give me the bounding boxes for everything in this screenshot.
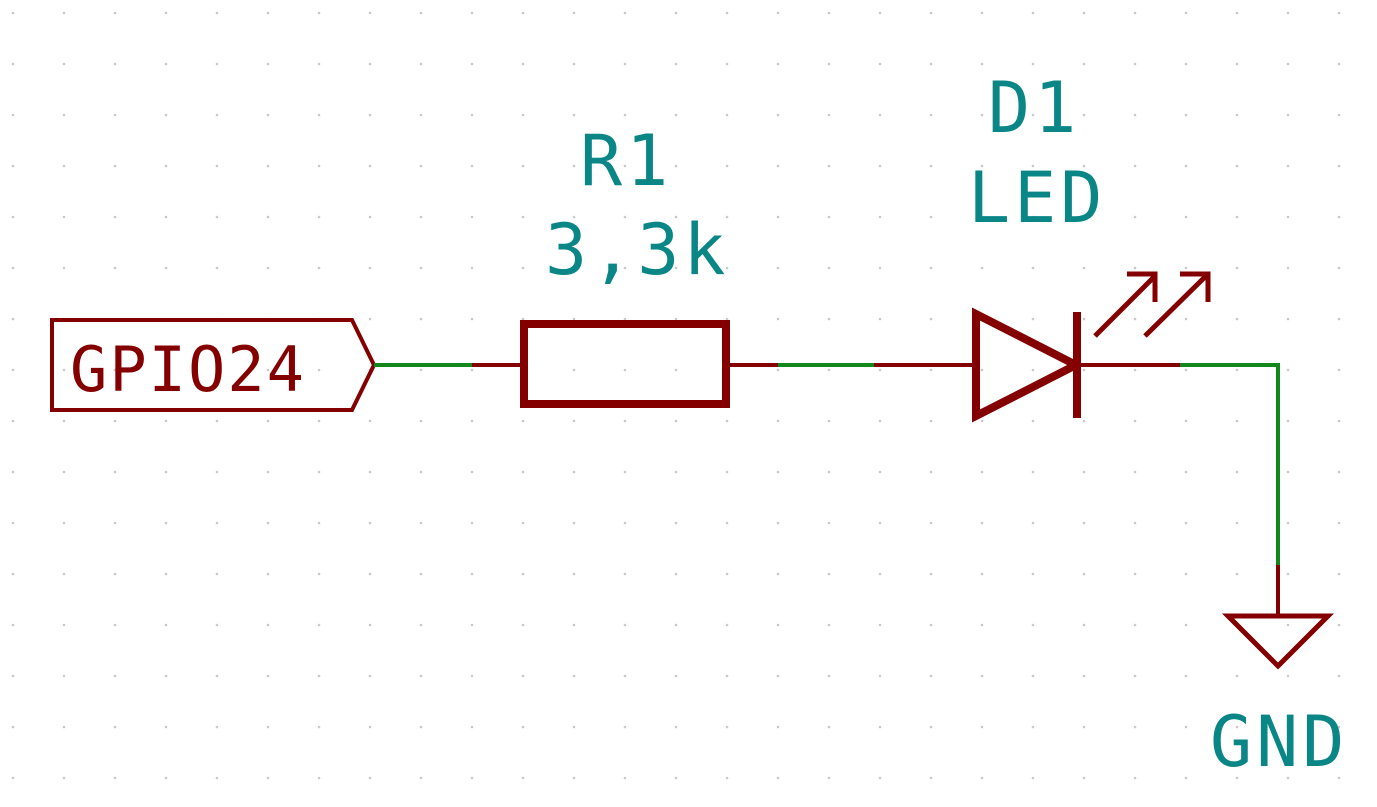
ground-triangle-icon (1221, 613, 1335, 670)
light-emission-icon (1093, 271, 1211, 338)
net-label-text: GPIO24 (70, 333, 306, 406)
ground-label: GND (1210, 701, 1348, 783)
resistor-body (520, 320, 730, 408)
led-value: LED (968, 157, 1106, 239)
led-d1[interactable]: D1 LED (874, 67, 1211, 423)
resistor-reference: R1 (580, 120, 672, 202)
led-triangle (972, 307, 1085, 423)
ground-symbol[interactable]: GND (1210, 565, 1348, 783)
net-label-gpio24[interactable]: GPIO24 (50, 318, 377, 412)
resistor-r1[interactable]: R1 3,3k (472, 120, 778, 408)
led-reference: D1 (988, 67, 1080, 149)
net-label-flag (50, 318, 377, 412)
wire-d1-to-gnd[interactable] (1180, 363, 1280, 565)
resistor-value: 3,3k (545, 209, 730, 291)
